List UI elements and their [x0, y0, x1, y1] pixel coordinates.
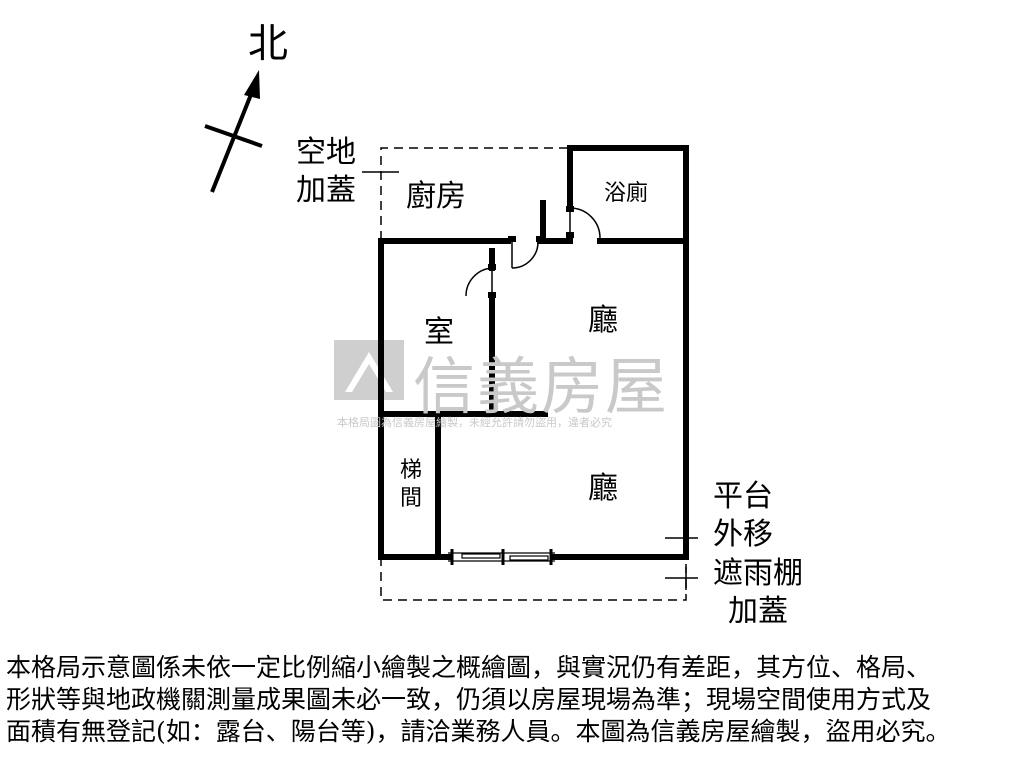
note-open-space-line1: 空地	[296, 135, 356, 170]
watermark-brand: 信義房屋	[413, 350, 670, 423]
note-awning-line2: 加蓋	[728, 594, 788, 629]
floor-plan	[204, 70, 698, 601]
disclaimer-text: 本格局示意圖係未依一定比例縮小繪製之概繪圖，與實況仍有差距，其方位、格局、 形狀…	[6, 652, 1022, 748]
note-platform: 平台 外移	[713, 478, 773, 554]
north-arrow-icon	[204, 70, 263, 193]
room-living-lower: 廳	[588, 471, 618, 506]
room-living-upper: 廳	[588, 303, 618, 338]
disclaimer-line-1: 本格局示意圖係未依一定比例縮小繪製之概繪圖，與實況仍有差距，其方位、格局、	[6, 653, 932, 682]
leader-lines	[362, 171, 698, 590]
sliding-door	[448, 549, 555, 565]
note-open-space-line2: 加蓋	[296, 173, 356, 208]
door-swings	[465, 207, 601, 297]
room-bedroom: 室	[424, 315, 454, 350]
disclaimer-line-2: 形狀等與地政機關測量成果圖未必一致，仍須以房屋現場為準；現場空間使用方式及	[6, 685, 932, 714]
watermark-small-text: 本格局圖為信義房屋繪製，未經允許請勿盜用，違者必究	[337, 416, 612, 429]
room-bathroom: 浴廁	[604, 181, 649, 206]
dashed-extension-outline	[380, 147, 687, 601]
note-platform-line2: 外移	[713, 517, 773, 552]
note-awning-line1: 遮雨棚	[713, 556, 803, 591]
note-awning: 遮雨棚 加蓋	[713, 555, 803, 631]
room-kitchen: 廚房	[406, 179, 466, 214]
note-open-space: 空地 加蓋	[296, 134, 356, 210]
door-hinges	[488, 206, 574, 298]
room-stair-1: 梯	[400, 458, 423, 483]
disclaimer-line-3: 面積有無登記(如：露台、陽台等)，請洽業務人員。本圖為信義房屋繪製，盜用必究。	[6, 717, 951, 746]
north-label: 北	[248, 21, 288, 67]
note-platform-line1: 平台	[713, 479, 773, 514]
watermark-logo-icon	[334, 340, 404, 400]
room-stair-2: 間	[400, 486, 423, 511]
